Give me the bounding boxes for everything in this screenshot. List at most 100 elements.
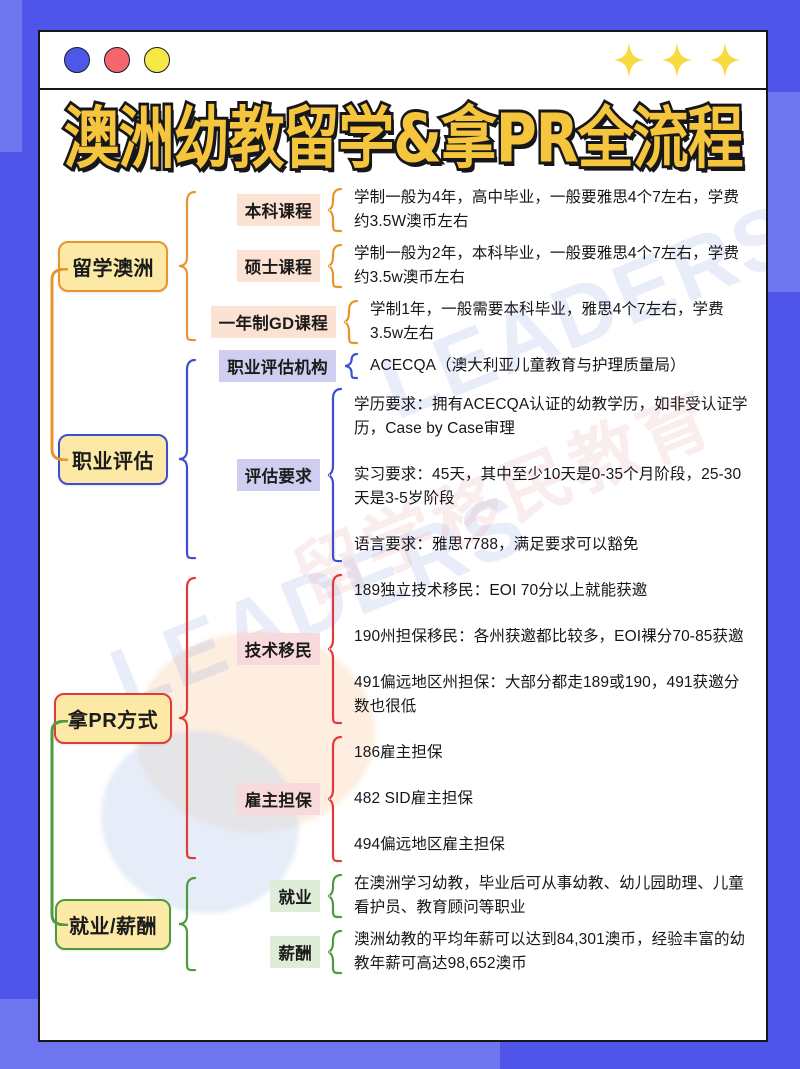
leaf-brace (322, 874, 348, 919)
leaf-text: 学制一般为4年，高中毕业，一般要雅思4个7左右，学费约3.5W澳币左右 (354, 189, 739, 231)
sub-branch-label[interactable]: 就业 (270, 880, 320, 913)
leaf-list: 学制一般为4年，高中毕业，一般要雅思4个7左右，学费约3.5W澳币左右 (348, 182, 766, 238)
sub-branch-label[interactable]: 技术移民 (236, 633, 320, 666)
leaf-text: 学制1年，一般需要本科毕业，雅思4个7左右，学费3.5w左右 (370, 301, 724, 343)
root-node-column: 职业评估 (40, 433, 172, 485)
leaf-brace (338, 299, 364, 345)
mindmap: 留学澳洲 本科课程 学制一般为4年，高中毕业，一般要雅思4个7左右，学费约3.5W澳… (40, 172, 766, 980)
root-node-skills-assessment[interactable]: 职业评估 (58, 433, 168, 485)
sub-branch-row: 技术移民 189独立技术移民：EOI 70分以上就能获邀 190州担保移民：各州获邀… (202, 568, 766, 730)
brace-connector (327, 574, 343, 725)
window-titlebar (40, 32, 766, 90)
leaf-text: 186雇主担保 (354, 744, 443, 762)
leaf-list: 学历要求：拥有ACECQA认证的幼教学历，如非受认证学历，Case by Cas… (348, 382, 766, 568)
leaf-text: 494偏远地区雇主担保 (354, 836, 505, 854)
sub-branch-label[interactable]: 职业评估机构 (219, 350, 336, 383)
sub-branch-row: 一年制GD课程 学制1年，一般需要本科毕业，雅思4个7左右，学费3.5w左右 (202, 294, 766, 350)
leaf-text: 在澳洲学习幼教，毕业后可从事幼教、幼儿园助理、儿童看护员、教育顾问等职业 (354, 875, 745, 917)
leaf-list: ACECQA（澳大利亚儿童教育与护理质量局） (364, 350, 766, 382)
leaf-text: 189独立技术移民：EOI 70分以上就能获邀 (354, 582, 648, 600)
sub-branch-label[interactable]: 本科课程 (236, 194, 320, 227)
sub-branch-row: 就业 在澳洲学习幼教，毕业后可从事幼教、幼儿园助理、儿童看护员、教育顾问等职业 (202, 868, 766, 924)
window-controls (64, 47, 170, 73)
sub-branch-label[interactable]: 一年制GD课程 (210, 306, 336, 339)
root-node-pr-pathways[interactable]: 拿PR方式 (53, 692, 173, 744)
sub-branch-row: 评估要求 学历要求：拥有ACECQA认证的幼教学历，如非受认证学历，Case by… (202, 382, 766, 568)
sub-label-column: 薪酬 (202, 936, 322, 969)
root-brace (172, 877, 202, 972)
sub-branch-list: 本科课程 学制一般为4年，高中毕业，一般要雅思4个7左右，学费约3.5W澳币左右硕… (202, 182, 766, 350)
page-title-container: 澳洲幼教留学&拿PR全流程 (40, 90, 766, 181)
red-dot-icon[interactable] (104, 47, 130, 73)
brace-connector (178, 358, 197, 560)
brace-connector (327, 388, 343, 563)
leaf-text: 482 SID雇主担保 (354, 790, 474, 808)
leaf-text: 语言要求：雅思7788，满足要求可以豁免 (354, 536, 639, 554)
leaf-text: 学制一般为2年，本科毕业，一般要雅思4个7左右，学费约3.5w澳币左右 (354, 245, 739, 287)
sparkle-icon (710, 43, 740, 77)
leaf-list: 186雇主担保 482 SID雇主担保 494偏远地区雇主担保 (348, 730, 766, 868)
sub-branch-row: 薪酬 澳洲幼教的平均年薪可以达到84,301澳币，经验丰富的幼教年薪可高达98,6… (202, 924, 766, 980)
outer-bracket-pr-career (50, 720, 68, 927)
leaf-brace (322, 388, 348, 563)
brace-connector (343, 299, 359, 345)
leaf-list: 澳洲幼教的平均年薪可以达到84,301澳币，经验丰富的幼教年薪可高达98,652… (348, 924, 766, 980)
leaf-brace (322, 930, 348, 975)
sparkle-decoration (614, 43, 740, 77)
leaf-text: ACECQA（澳大利亚儿童教育与护理质量局） (370, 357, 686, 375)
sub-branch-label[interactable]: 评估要求 (236, 459, 320, 492)
page-title: 澳洲幼教留学&拿PR全流程 (61, 97, 745, 181)
outer-bracket-study-assessment (50, 268, 68, 462)
sub-label-column: 职业评估机构 (202, 350, 338, 383)
leaf-text: 实习要求：45天，其中至少10天是0-35个月阶段，25-30天是3-5岁阶段 (354, 466, 742, 508)
brace-connector (178, 190, 197, 342)
leaf-list: 学制一般为2年，本科毕业，一般要雅思4个7左右，学费约3.5w澳币左右 (348, 238, 766, 294)
sub-label-column: 就业 (202, 880, 322, 913)
blue-dot-icon[interactable] (64, 47, 90, 73)
root-node-jobs-salary[interactable]: 就业/薪酬 (54, 898, 172, 950)
leaf-text: 学历要求：拥有ACECQA认证的幼教学历，如非受认证学历，Case by Cas… (354, 396, 748, 438)
mindmap-branch-pr-pathways: 拿PR方式 技术移民 189独立技术移民：EOI 70分以上就能获邀 190州担保移民… (40, 568, 766, 868)
sub-branch-row: 雇主担保 186雇主担保 482 SID雇主担保 494偏远地区雇主担保 (202, 730, 766, 868)
root-node-study-australia[interactable]: 留学澳洲 (58, 240, 168, 292)
sub-label-column: 硕士课程 (202, 250, 322, 283)
sub-branch-row: 硕士课程 学制一般为2年，本科毕业，一般要雅思4个7左右，学费约3.5w澳币左右 (202, 238, 766, 294)
sub-branch-list: 职业评估机构 ACECQA（澳大利亚儿童教育与护理质量局） 评估要求 学历要求：拥有A… (202, 350, 766, 568)
sub-label-column: 评估要求 (202, 459, 322, 492)
mindmap-branch-skills-assessment: 职业评估 职业评估机构 ACECQA（澳大利亚儿童教育与护理质量局） 评估要求 学历要求… (40, 350, 766, 568)
leaf-text: 491偏远地区州担保：大部分都走189或190，491获邀分数也很低 (354, 674, 740, 716)
infographic-card: LEADERS LEADERS 留学移民教育 澳洲幼教留学&拿PR全流程 留学澳… (38, 30, 768, 1042)
sparkle-icon (614, 43, 644, 77)
brace-connector (327, 930, 343, 975)
brace-connector (327, 187, 343, 233)
mindmap-branch-jobs-salary: 就业/薪酬 就业 在澳洲学习幼教，毕业后可从事幼教、幼儿园助理、儿童看护员、教育顾问… (40, 868, 766, 980)
leaf-brace (338, 352, 364, 380)
leaf-brace (322, 736, 348, 863)
sub-label-column: 技术移民 (202, 633, 322, 666)
sub-branch-label[interactable]: 薪酬 (270, 936, 320, 969)
yellow-dot-icon[interactable] (144, 47, 170, 73)
leaf-list: 在澳洲学习幼教，毕业后可从事幼教、幼儿园助理、儿童看护员、教育顾问等职业 (348, 868, 766, 924)
leaf-text: 澳洲幼教的平均年薪可以达到84,301澳币，经验丰富的幼教年薪可高达98,652… (354, 931, 746, 973)
root-node-column: 拿PR方式 (40, 692, 173, 744)
sub-branch-list: 技术移民 189独立技术移民：EOI 70分以上就能获邀 190州担保移民：各州获邀… (202, 568, 766, 868)
sub-label-column: 雇主担保 (202, 783, 322, 816)
leaf-brace (322, 187, 348, 233)
background-strip-left (0, 0, 22, 152)
mindmap-branch-study-australia: 留学澳洲 本科课程 学制一般为4年，高中毕业，一般要雅思4个7左右，学费约3.5W澳… (40, 182, 766, 350)
root-brace (172, 358, 202, 560)
root-node-column: 就业/薪酬 (40, 898, 172, 950)
leaf-text: 190州担保移民：各州获邀都比较多，EOI裸分70-85获邀 (354, 628, 744, 646)
leaf-brace (322, 574, 348, 725)
sub-branch-row: 职业评估机构 ACECQA（澳大利亚儿童教育与护理质量局） (202, 350, 766, 383)
brace-connector (327, 736, 343, 863)
sub-label-column: 一年制GD课程 (202, 306, 338, 339)
root-brace (172, 577, 202, 860)
sub-branch-list: 就业 在澳洲学习幼教，毕业后可从事幼教、幼儿园助理、儿童看护员、教育顾问等职业薪酬… (202, 868, 766, 980)
brace-connector (344, 352, 359, 380)
sub-branch-label[interactable]: 硕士课程 (236, 250, 320, 283)
root-brace (172, 190, 202, 342)
sub-branch-label[interactable]: 雇主担保 (236, 783, 320, 816)
brace-connector (327, 874, 343, 919)
sub-label-column: 本科课程 (202, 194, 322, 227)
